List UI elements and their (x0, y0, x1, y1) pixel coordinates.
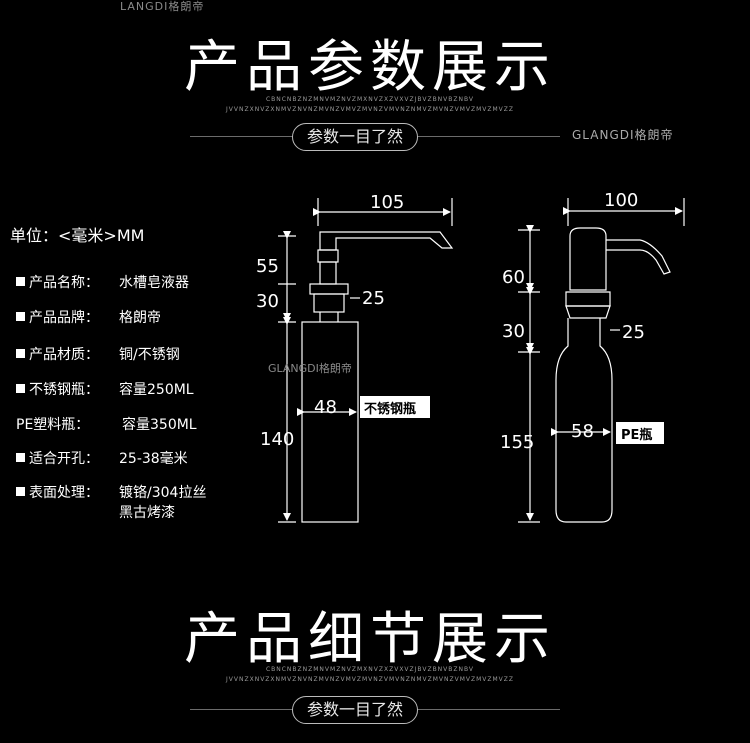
tagline-pill: 参数一目了然 (292, 123, 419, 151)
unit-label: 单位：<毫米>MM (10, 226, 145, 245)
spec-value: 容量250ML (119, 382, 194, 398)
dim-diameter-right: 58 (571, 421, 594, 442)
spec-brand: 产品品牌： 格朗帝 (16, 307, 161, 327)
dim-height-top-right: 60 (502, 267, 525, 288)
spec-steel-bottle: 不锈钢瓶： 容量250ML (16, 379, 194, 399)
spec-key: 适合开孔： (29, 451, 99, 467)
pe-dispenser-drawing (518, 198, 685, 523)
spec-material: 产品材质： 铜/不锈钢 (16, 344, 180, 364)
label-steel-bottle: 不锈钢瓶 (364, 401, 416, 417)
dim-diameter-left: 48 (314, 397, 337, 418)
dim-thread-right: 25 (622, 322, 645, 343)
dim-height-mid-left: 30 (256, 291, 279, 312)
spec-value: 25-38毫米 (119, 451, 188, 467)
brand-watermark: LANGDI格朗帝 (120, 0, 205, 13)
section-title-details: 产品细节展示 (184, 607, 556, 672)
decor-letters-2: JVVNZXNVZXNMVZNVNZMVNZVMVZMVNZVMVNZNMVZM… (226, 106, 514, 113)
label-pe-bottle: PE瓶 (621, 427, 652, 443)
dim-thread-left: 25 (362, 288, 385, 309)
spec-key: PE塑料瓶： (16, 417, 90, 433)
bullet-square-icon (16, 487, 25, 496)
spec-value: 水槽皂液器 (119, 275, 189, 291)
dim-height-mid-right: 30 (502, 321, 525, 342)
spec-value: 镀铬/304拉丝 黑古烤漆 (119, 482, 206, 522)
dim-width-left: 105 (370, 192, 404, 213)
decor-letters-1: CBNCNBZNZMNVMZNVZMXNVZXZVXVZJBVZBNVBZNBV (265, 96, 475, 103)
spec-key: 产品品牌： (29, 310, 99, 326)
spec-value: 格朗帝 (119, 310, 161, 326)
bullet-square-icon (16, 453, 25, 462)
spec-value-line1: 镀铬/304拉丝 (119, 485, 207, 501)
spec-key: 产品材质： (29, 347, 99, 363)
bullet-square-icon (16, 384, 25, 393)
bullet-square-icon (16, 277, 25, 286)
spec-key: 不锈钢瓶： (29, 382, 99, 398)
brand-watermark-3: GLANGDI格朗帝 (268, 361, 352, 375)
spec-pe-bottle: PE塑料瓶： 容量350ML (16, 414, 197, 434)
brand-watermark-2: GLANGDI格朗帝 (572, 128, 674, 142)
dim-bottle-height-left: 140 (260, 429, 294, 450)
spec-name: 产品名称： 水槽皂液器 (16, 272, 189, 292)
label-box-steel (360, 396, 430, 418)
spec-value: 容量350ML (122, 417, 197, 433)
spec-finish: 表面处理： 镀铬/304拉丝 黑古烤漆 (16, 482, 206, 521)
decor-letters-4: JVVNZXNVZXNMVZNVNZMVNZVMVZMVNZVMVNZNMVZM… (226, 676, 514, 683)
dim-height-top-left: 55 (256, 256, 279, 277)
spec-hole-size: 适合开孔： 25-38毫米 (16, 448, 188, 468)
decor-letters-3: CBNCNBZNZMNVMZNVZMXNVZXZVXVZJBVZBNVBZNBV (265, 666, 475, 673)
label-box-pe (616, 422, 664, 444)
dim-width-right: 100 (604, 190, 638, 211)
bullet-square-icon (16, 312, 25, 321)
tagline-pill-bottom: 参数一目了然 (292, 696, 419, 724)
spec-key: 表面处理： (29, 485, 99, 501)
steel-dispenser-drawing (278, 198, 454, 523)
spec-key: 产品名称： (29, 275, 99, 291)
spec-value: 铜/不锈钢 (119, 347, 180, 363)
bullet-square-icon (16, 349, 25, 358)
spec-value-line2: 黑古烤漆 (119, 505, 175, 521)
dim-bottle-height-right: 155 (500, 432, 534, 453)
section-title-params: 产品参数展示 (184, 35, 556, 100)
